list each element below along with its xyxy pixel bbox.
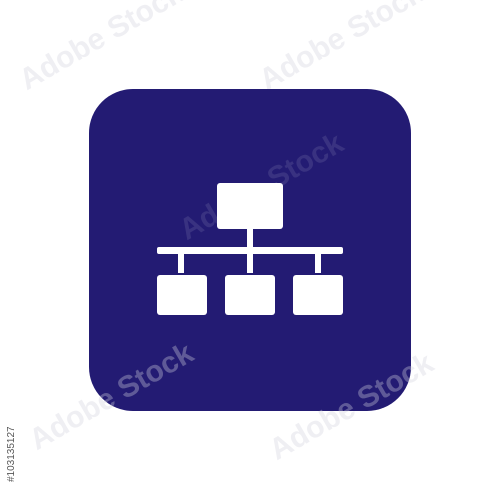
watermark-text: Adobe Stock: [13, 0, 190, 97]
network-hierarchy-icon-tile: [89, 89, 411, 411]
right-node-box: [293, 275, 343, 315]
stock-id-label: #103135127: [6, 426, 17, 482]
center-drop-line: [247, 247, 253, 273]
top-connector: [247, 229, 253, 255]
left-node-box: [157, 275, 207, 315]
watermark-text: Adobe Stock: [253, 0, 430, 97]
right-drop-line: [315, 247, 321, 273]
center-node-box: [225, 275, 275, 315]
top-node-box: [217, 183, 283, 229]
left-drop-line: [178, 247, 184, 273]
stock-id-strip: #103135127: [0, 0, 20, 500]
network-hierarchy-icon: [89, 89, 411, 411]
